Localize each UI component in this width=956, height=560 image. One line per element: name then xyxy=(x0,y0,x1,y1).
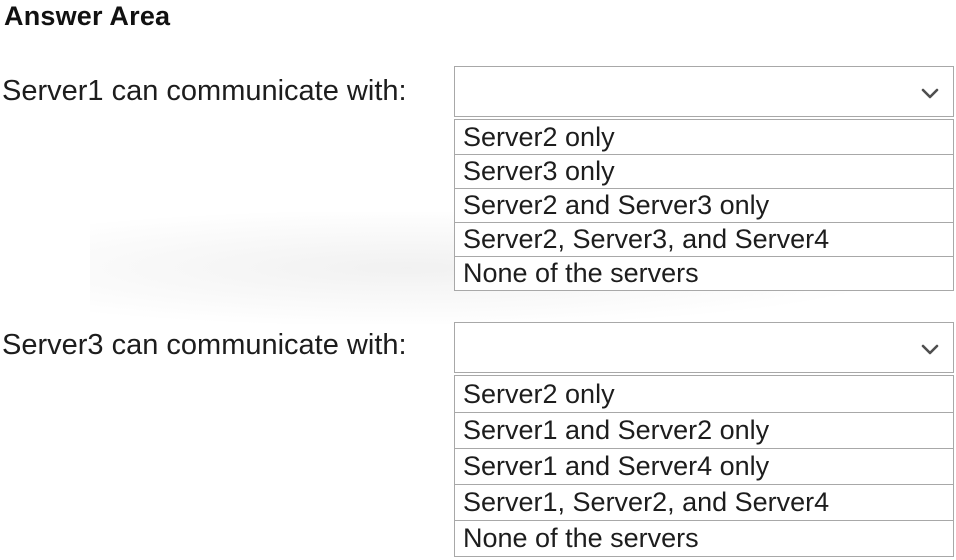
option-item[interactable]: Server2, Server3, and Server4 xyxy=(455,222,953,256)
server1-select[interactable] xyxy=(454,66,954,117)
server1-options-list: Server2 only Server3 only Server2 and Se… xyxy=(454,119,954,291)
option-item[interactable]: Server2 and Server3 only xyxy=(455,188,953,222)
server3-options-list: Server2 only Server1 and Server2 only Se… xyxy=(454,375,954,557)
option-item[interactable]: Server3 only xyxy=(455,154,953,188)
question1-label: Server1 can communicate with: xyxy=(2,75,407,107)
option-item[interactable]: None of the servers xyxy=(455,520,953,556)
option-item[interactable]: Server1 and Server2 only xyxy=(455,412,953,448)
option-item[interactable]: Server1, Server2, and Server4 xyxy=(455,484,953,520)
option-item[interactable]: None of the servers xyxy=(455,256,953,290)
answer-area-title: Answer Area xyxy=(4,1,171,31)
option-item[interactable]: Server2 only xyxy=(463,121,615,152)
option-item[interactable]: Server1 and Server4 only xyxy=(455,448,953,484)
chevron-down-icon xyxy=(921,342,939,354)
server3-select[interactable] xyxy=(454,322,954,373)
chevron-down-icon xyxy=(921,86,939,98)
option-item[interactable]: Server2 only xyxy=(463,378,615,409)
question2-label: Server3 can communicate with: xyxy=(2,329,407,361)
